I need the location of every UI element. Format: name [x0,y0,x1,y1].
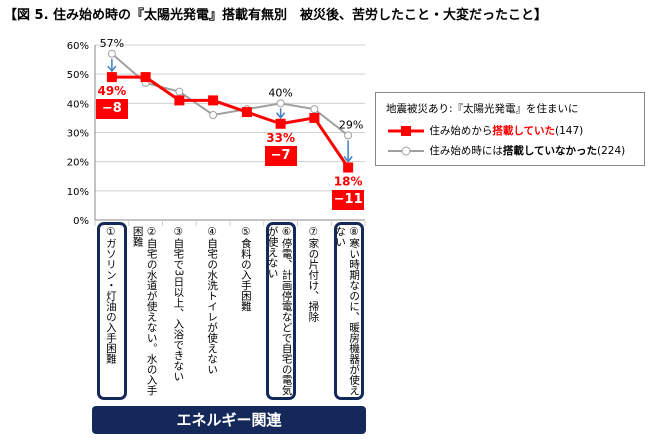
highlight-box-8 [334,222,364,400]
arrow-head-icon [276,112,286,119]
red-point [343,162,354,173]
series-line-0 [111,75,350,169]
legend-title: 地震被災あり:『太陽光発電』を住まいに [386,103,579,115]
y-tick-label: 0% [73,216,89,227]
gray-value-label: 57% [100,37,124,50]
gray-value-label: 40% [268,86,292,99]
red-point [174,95,185,106]
y-tick-label: 30% [67,129,89,140]
red-point [241,107,252,118]
red-value-label: 49% [98,84,127,98]
gray-point [209,111,218,119]
difference-badge: −11 [332,189,365,210]
category-label: ⑧寒い時期なのに、暖房機器が使えない [334,226,361,396]
category-label: ④自宅の水洗トイレが使えない [206,226,219,375]
category-label: ③自宅で3日以上、入浴できない [172,226,185,382]
y-tick-label: 60% [67,41,89,52]
gray-point [276,99,285,108]
difference-badge: −8 [95,99,128,120]
arrow-head-icon [343,156,353,163]
red-point [309,112,320,123]
category-label: ⑥停電、計画停電などで自宅の電気が使えない [266,226,293,396]
y-tick-label: 40% [67,99,89,110]
difference-badge: −7 [264,145,297,166]
red-point [106,72,117,83]
highlight-box-1 [97,222,127,400]
category-label: ⑤食料の入手困難 [239,226,252,312]
category-label: ①ガソリン・灯油の入手困難 [104,226,117,364]
legend-item-gray: 住み始め時には搭載していなかった(224) [386,143,625,158]
red-value-label: 18% [334,175,363,189]
red-value-label: 33% [266,131,295,145]
red-point [275,118,286,129]
red-point [208,95,219,106]
red-point [140,72,151,83]
gray-point [175,87,184,96]
legend-item-red: 住み始めから搭載していた(147) [386,123,583,138]
series-line-1 [111,52,349,137]
gray-point [310,105,319,114]
chart-title: 【図 5. 住み始め時の『太陽光発電』搭載有無別 被災後、苦労したこと・大変だっ… [4,8,548,23]
y-tick-label: 20% [67,158,89,169]
category-label: ②自宅の水道が使えない。水の入手困難 [131,226,158,396]
highlight-box-6 [266,222,296,400]
gray-point [344,131,353,140]
arrow-head-icon [107,65,117,73]
y-tick-label: 10% [67,187,89,198]
group-label: エネルギー関連 [92,406,366,434]
gray-point [107,49,116,58]
gray-value-label: 29% [339,118,363,131]
y-tick-label: 50% [67,70,89,81]
legend: 地震被災あり:『太陽光発電』を住まいに 住み始めから搭載していた(147) 住み… [375,92,645,166]
category-label: ⑦家の片付け、掃除 [307,226,320,322]
